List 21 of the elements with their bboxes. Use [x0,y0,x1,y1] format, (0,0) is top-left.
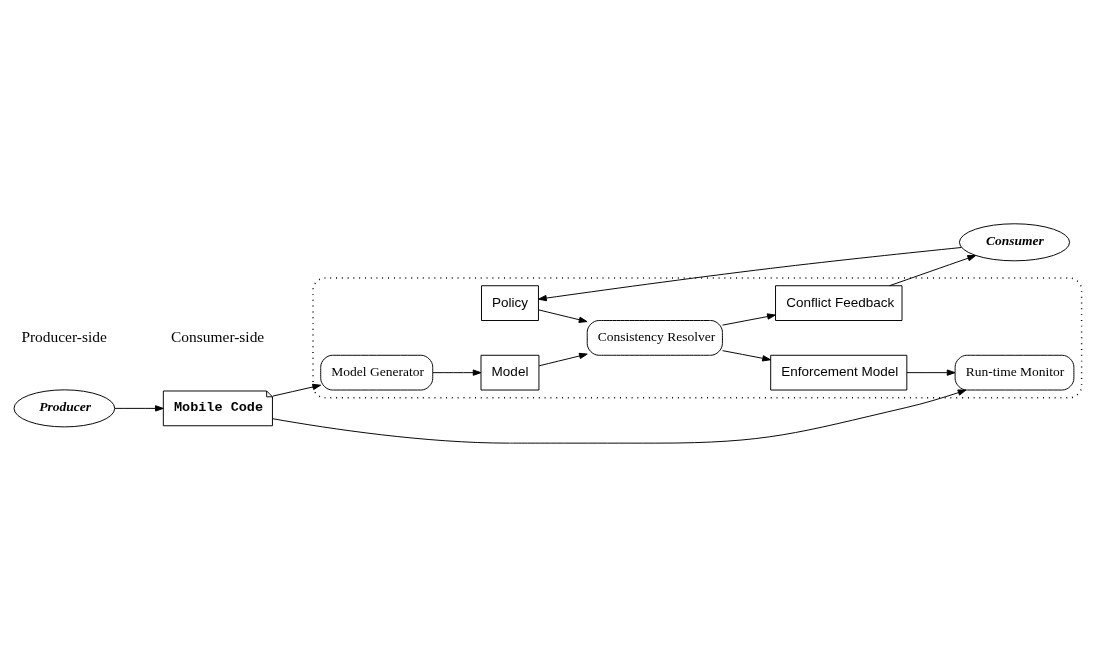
node-box: Run-time Monitor [954,354,1075,390]
node-box: Consistency Resolver [586,319,723,356]
node-box: Model [480,354,540,390]
node-ellipse: Producer [13,388,116,427]
arrow [722,349,771,361]
arrow [722,312,776,326]
label: Producer-side [21,327,107,345]
node-box: Model Generator [320,354,434,390]
arrow [538,246,962,301]
arrow [272,383,322,397]
arrow [889,254,977,286]
node-box: Policy [481,284,539,321]
arrow [432,368,482,376]
arrow [906,368,956,376]
arrow [538,352,588,366]
arrow [114,404,164,412]
node-box: Enforcement Model [770,354,908,390]
node-box: Conflict Feedback [775,284,903,321]
arrow [272,389,967,444]
label: Consumer-side [171,327,265,345]
arrow [538,308,588,323]
